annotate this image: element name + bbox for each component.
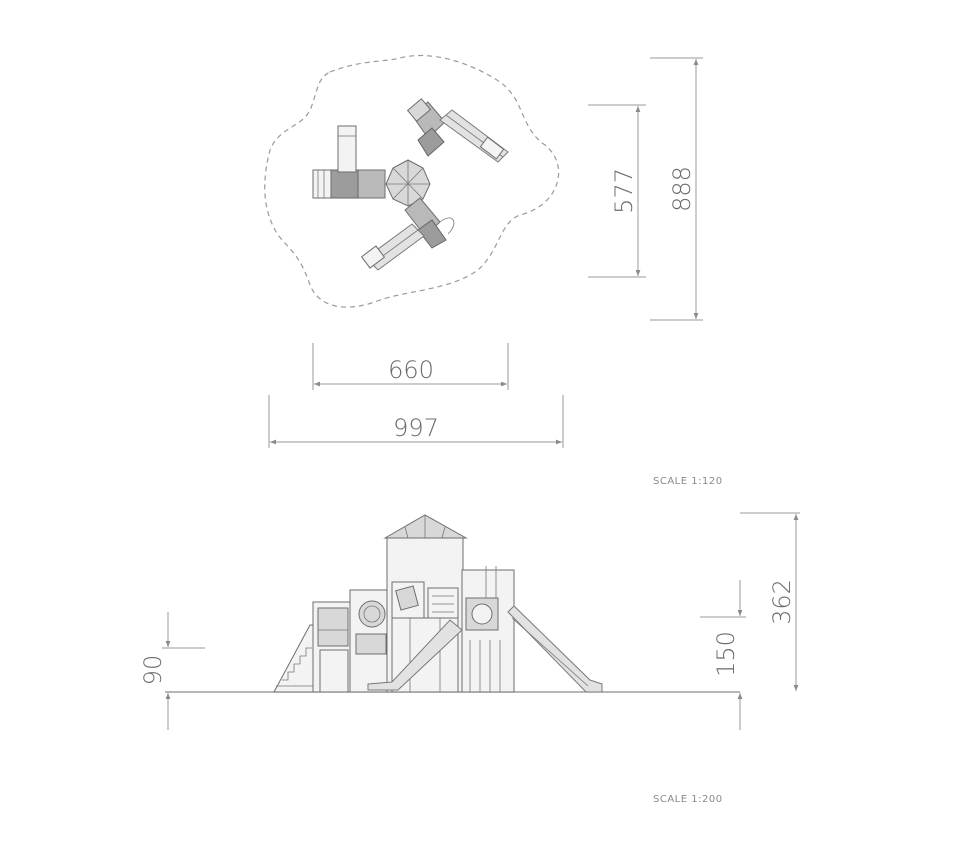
dim-label-888: 888 [668,166,696,212]
dim-plan-width-outer: 997 [268,395,564,448]
dim-label-362: 362 [768,579,796,625]
play-structure [273,514,603,693]
elevation-view: 90 150 362 SCALE 1:200 [139,512,800,805]
safety-zone-outline [264,54,560,308]
dim-label-150: 150 [712,631,740,677]
dim-plan-depth-inner: 577 [588,104,646,278]
central-tower [385,159,431,207]
dim-plan-width-inner: 660 [312,343,509,390]
upper-right-arm [406,98,509,163]
dim-label-577: 577 [610,168,638,214]
dim-plan-depth-outer: 888 [650,57,703,321]
dim-elev-total: 362 [740,512,800,691]
scale-label-plan: SCALE 1:120 [653,476,723,487]
left-arm [312,125,386,199]
lower-arm [360,197,455,271]
dim-label-660: 660 [388,356,434,384]
dim-label-997: 997 [393,414,439,442]
dim-label-90: 90 [139,655,167,686]
dim-elev-left: 90 [139,612,205,730]
scale-label-elevation: SCALE 1:200 [653,794,723,805]
dim-elev-right-inner: 150 [700,580,746,730]
plan-view: 660 997 577 888 SCALE 1:120 [264,54,723,487]
